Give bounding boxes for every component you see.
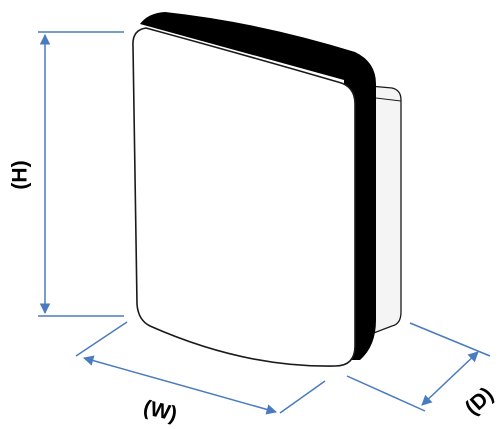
product-illustration: [132, 12, 402, 367]
width-left-extension-line: [75, 321, 128, 357]
height-label: (H): [9, 160, 32, 189]
width-label: (W): [141, 396, 179, 426]
back-box-edge: [375, 97, 402, 102]
depth-arrow: [421, 351, 479, 406]
height-dimension: (H): [9, 31, 124, 317]
depth-back-extension-line: [409, 322, 491, 357]
front-panel: [132, 27, 356, 367]
depth-front-extension-line: [346, 375, 426, 412]
back-box: [369, 85, 402, 335]
width-arrow: [82, 355, 278, 415]
depth-label: (D): [461, 383, 498, 420]
width-right-extension-line: [279, 380, 326, 414]
